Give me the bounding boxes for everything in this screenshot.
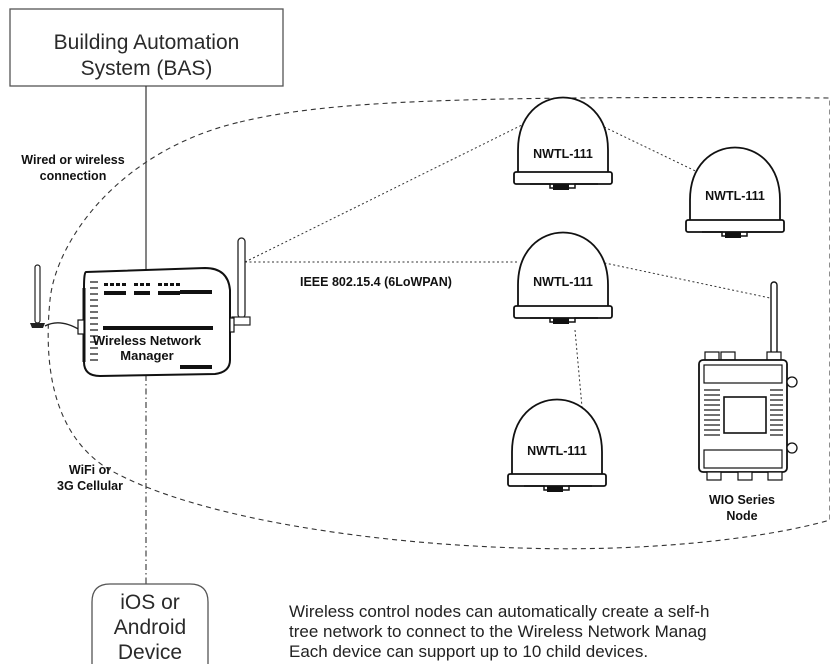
wio-node-device <box>698 281 798 481</box>
wifi-label: WiFi or 3G Cellular <box>42 462 138 494</box>
node-dome-4 <box>507 398 607 492</box>
manager-label-line2: Manager <box>120 348 174 363</box>
caption-line3: Each device can support up to 10 child d… <box>289 642 649 661</box>
device-box-label: iOS or Android Device <box>92 590 208 664</box>
node-dome-2 <box>685 146 785 238</box>
wifi-label-line1: WiFi or <box>68 463 112 477</box>
link-manager-node1 <box>244 124 523 263</box>
wio-node-label: WIO Series Node <box>692 492 792 524</box>
caption-line2: tree network to connect to the Wireless … <box>289 622 707 641</box>
protocol-label: IEEE 802.15.4 (6LoWPAN) <box>300 275 452 289</box>
manager-device <box>30 237 251 378</box>
manager-label: Wireless Network Manager <box>78 333 216 363</box>
caption-line1: Wireless control nodes can automatically… <box>289 602 710 621</box>
device-box <box>91 583 209 664</box>
device-label-line1: iOS or <box>120 591 180 614</box>
bas-label-line1: Building Automation <box>53 31 240 54</box>
manager-label-line1: Wireless Network <box>92 333 202 348</box>
wired-label-line1: Wired or wireless <box>21 153 125 167</box>
node-dome-3 <box>513 231 613 324</box>
node-1-label: NWTL-111 <box>533 147 593 161</box>
link-node3-node4 <box>574 329 584 419</box>
link-node3-wio <box>599 261 771 299</box>
wired-connection-label: Wired or wireless connection <box>4 152 142 184</box>
node-4-label: NWTL-111 <box>527 444 587 458</box>
node-2-label: NWTL-111 <box>705 189 765 203</box>
wifi-label-line2: 3G Cellular <box>57 479 123 493</box>
diagram-caption: Wireless control nodes can automatically… <box>289 602 830 662</box>
device-label-line3: Device <box>117 641 183 664</box>
mesh-boundary <box>47 96 830 550</box>
wio-label-line1: WIO Series <box>709 493 775 507</box>
wio-label-line2: Node <box>726 509 758 523</box>
node-3-label: NWTL-111 <box>533 275 593 289</box>
wired-label-line2: connection <box>39 169 107 183</box>
bas-box-label: Building Automation System (BAS) <box>10 30 283 82</box>
device-label-line2: Android <box>113 616 187 639</box>
node-dome-1 <box>513 96 613 190</box>
link-node1-node2 <box>599 124 711 179</box>
bas-label-line2: System (BAS) <box>80 57 213 80</box>
